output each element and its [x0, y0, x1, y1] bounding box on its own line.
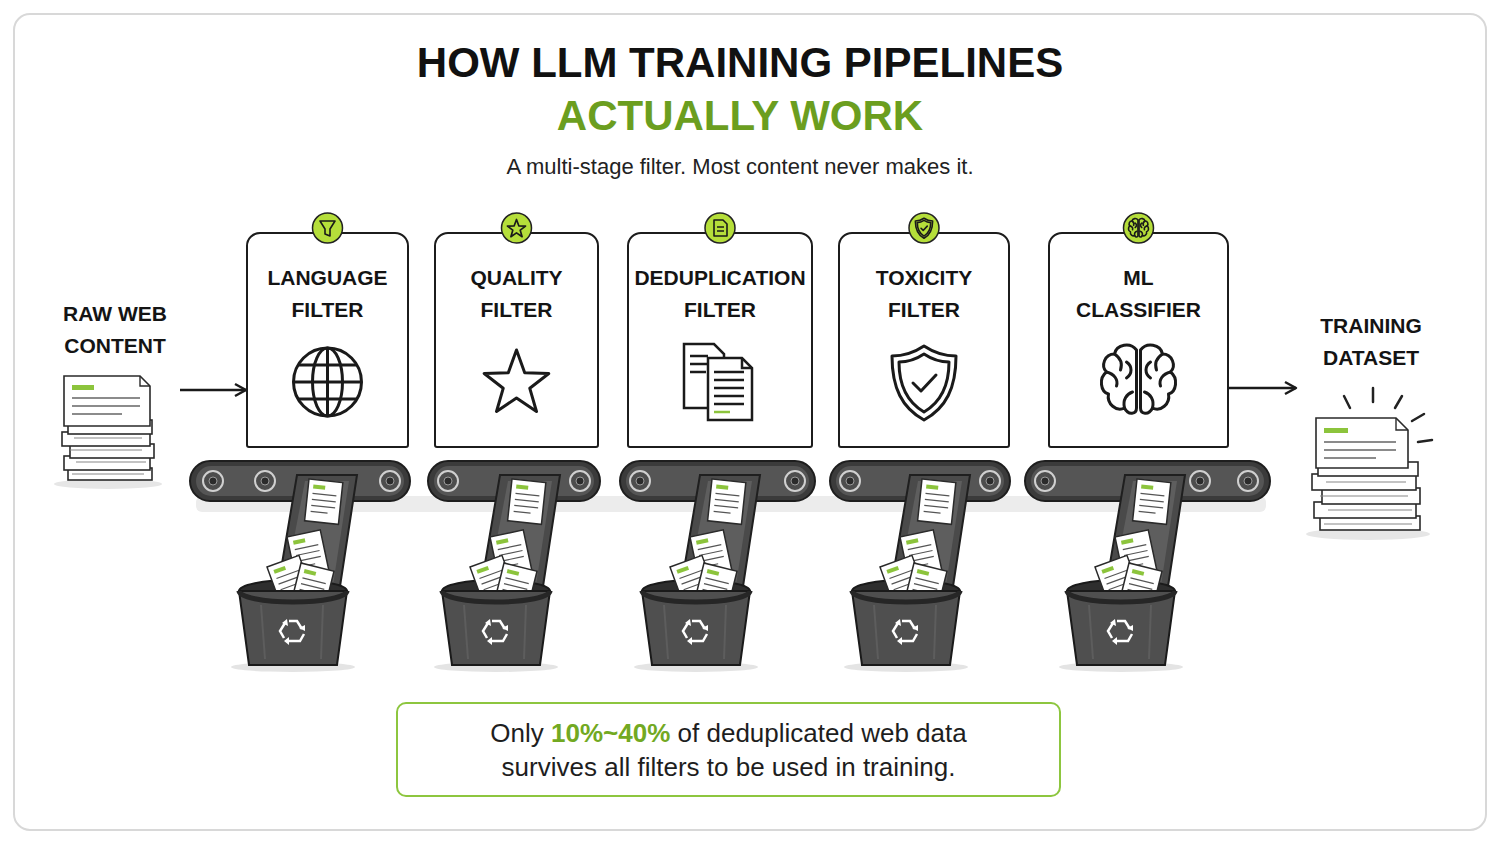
output-group: TRAINING DATASET [1296, 310, 1446, 535]
page-green-bar [1324, 428, 1348, 433]
documents-symbol [684, 344, 752, 420]
shield-symbol [892, 346, 956, 420]
text-group: ML CLASSIFIER [1064, 262, 1214, 326]
page-green-bar [72, 385, 94, 390]
badge-circle [1124, 213, 1154, 243]
filter-box: LANGUAGE FILTER [246, 232, 409, 448]
page-fold [1396, 418, 1408, 430]
stack-lines [1320, 482, 1412, 524]
text-group: TOXICITY FILTER [849, 262, 999, 326]
subtitle-text: A multi-stage filter. Most content never… [240, 153, 1240, 181]
raw-document-stack [54, 376, 162, 489]
filter-box: DEDUPLICATION FILTER [627, 232, 813, 448]
highlight-percent: 10%~40% [551, 718, 670, 748]
badge-circle [705, 213, 735, 243]
node-label: TRAINING DATASET [1311, 310, 1431, 374]
dataset-document-stack [1306, 418, 1430, 540]
roller [1190, 471, 1210, 491]
top-page [64, 376, 150, 426]
text-group: TRAINING DATASET [1311, 310, 1431, 374]
node-label: TOXICITY FILTER [849, 262, 999, 326]
discard-unit [1059, 475, 1185, 672]
filter-box: QUALITY FILTER [434, 232, 599, 448]
node-label: ML CLASSIFIER [1064, 262, 1214, 326]
summary-text: Only [490, 718, 543, 748]
star-symbol [484, 350, 549, 412]
sparkle-lines [1344, 388, 1432, 442]
text-group: RAW WEB CONTENT [55, 298, 175, 362]
filter-icons [294, 344, 1176, 420]
connector-layer [180, 388, 1296, 390]
stack-lines [70, 438, 146, 474]
roller [1238, 471, 1258, 491]
globe-symbol [294, 348, 362, 416]
card-frame [14, 14, 1486, 830]
roller [255, 471, 275, 491]
text-group: DEDUPLICATION FILTER [631, 262, 809, 326]
roller [1035, 471, 1055, 491]
text-group: LANGUAGE FILTER [253, 262, 403, 326]
diagram-title: HOW LLM TRAINING PIPELINES ACTUALLY WORK [360, 36, 1120, 142]
node-label: DEDUPLICATION FILTER [631, 262, 809, 326]
roller [438, 471, 458, 491]
roller [785, 471, 805, 491]
brain-symbol [1101, 345, 1175, 413]
badge-circle [502, 213, 532, 243]
roller [980, 471, 1000, 491]
roller [203, 471, 223, 491]
shield-badge-icon [915, 218, 932, 238]
top-page [1316, 418, 1408, 468]
roller [630, 471, 650, 491]
filter-badges [313, 213, 1154, 243]
discard-unit [844, 475, 970, 672]
roller [570, 471, 590, 491]
roller [380, 471, 400, 491]
summary-box: Only10%~40%of deduplicated web data surv… [396, 702, 1061, 797]
star-badge-icon [507, 219, 525, 236]
source-group: RAW WEB CONTENT [50, 298, 180, 493]
filter-box: TOXICITY FILTER [838, 232, 1010, 448]
page-fold [140, 376, 150, 386]
badge-circle [909, 213, 939, 243]
page-lines [72, 398, 140, 414]
node-label: LANGUAGE FILTER [253, 262, 403, 326]
node-label: RAW WEB CONTENT [55, 298, 175, 362]
flow-arrow [180, 389, 246, 392]
node-label: QUALITY FILTER [442, 262, 592, 326]
discard-unit [231, 475, 357, 672]
filter-box: ML CLASSIFIER [1048, 232, 1229, 448]
funnel-badge-icon [320, 221, 335, 236]
badge-circle [313, 213, 343, 243]
flow-arrow [1229, 387, 1296, 390]
page-lines [1324, 442, 1396, 458]
text-group: Only10%~40%of deduplicated web data surv… [469, 716, 989, 784]
discard-unit [634, 475, 760, 672]
brain-badge-icon [1128, 219, 1148, 237]
text-group: QUALITY FILTER [442, 262, 592, 326]
document-badge-icon [714, 220, 727, 236]
roller [840, 471, 860, 491]
discard-unit [434, 475, 560, 672]
